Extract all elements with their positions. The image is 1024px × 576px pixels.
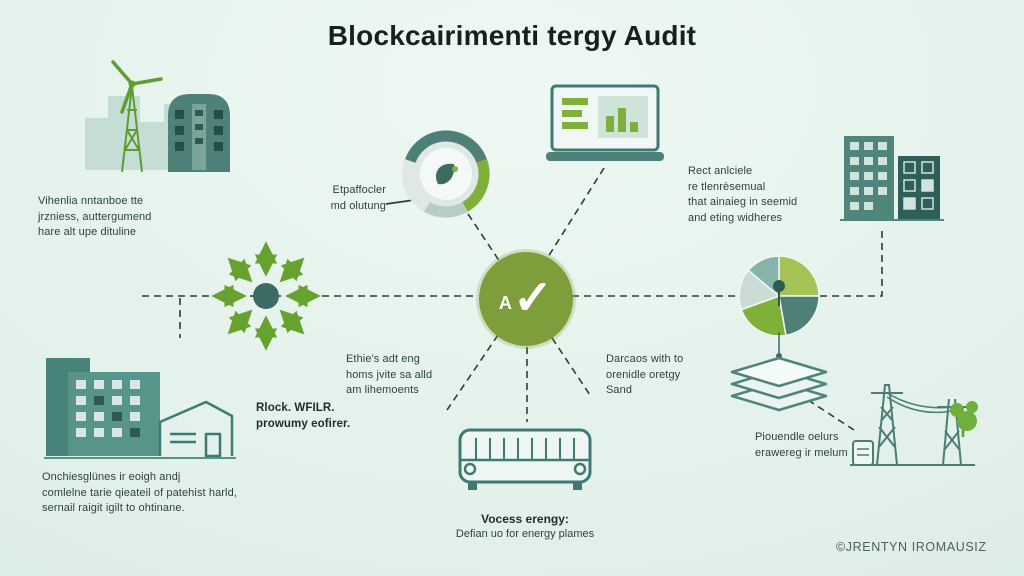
- annotation-top-left: Vihenlia nntanboe tte jrzniess, auttergu…: [38, 195, 152, 239]
- annotation-top-right: Rect anlciele re tlenrèsemual that ainai…: [688, 165, 798, 224]
- wind-turbine-city-icon: [80, 58, 260, 176]
- annotation-sofa-caption: Defian uo for energy plames: [455, 528, 595, 540]
- watermark: ©JRENTYN IROMAUSIZ: [836, 540, 987, 554]
- stacked-layers-icon: [722, 332, 842, 416]
- page-title: Blockcairimenti tergy Audit: [327, 20, 697, 51]
- pie-chart-icon: [737, 254, 821, 338]
- annotation-sofa-title: Vocess erengy:: [481, 512, 569, 526]
- annotation-bottom-left: Onchiesglünes ir eoigh andj comlelne tar…: [42, 471, 237, 515]
- annotation-gauge-label: Etpaffocler md olutung: [330, 184, 386, 212]
- laptop-chart-icon: [540, 82, 670, 166]
- energy-starburst-icon: [196, 226, 336, 366]
- sofa-bed-icon: [450, 424, 600, 496]
- central-audit-node: A ✓: [479, 252, 573, 346]
- central-node-label: A: [498, 292, 512, 313]
- checkmark-icon: ✓: [512, 272, 554, 325]
- gauge-icon: [398, 126, 494, 222]
- annotation-mid-left-bold: Rlock. WFILR. prowumy eofirer.: [256, 402, 351, 431]
- office-buildings-icon: [836, 128, 948, 228]
- annotation-bottom-right: Piouendle oelurs erawereg ir melum: [755, 431, 848, 459]
- power-lines-icon: [845, 365, 980, 473]
- annotation-mid-right: Darcaos with to orenidle oretgy Sand: [606, 353, 684, 397]
- annotation-mid-center: Ethie's adt eng homs jvite sa alld am li…: [346, 353, 433, 397]
- buildings-house-icon: [38, 330, 238, 462]
